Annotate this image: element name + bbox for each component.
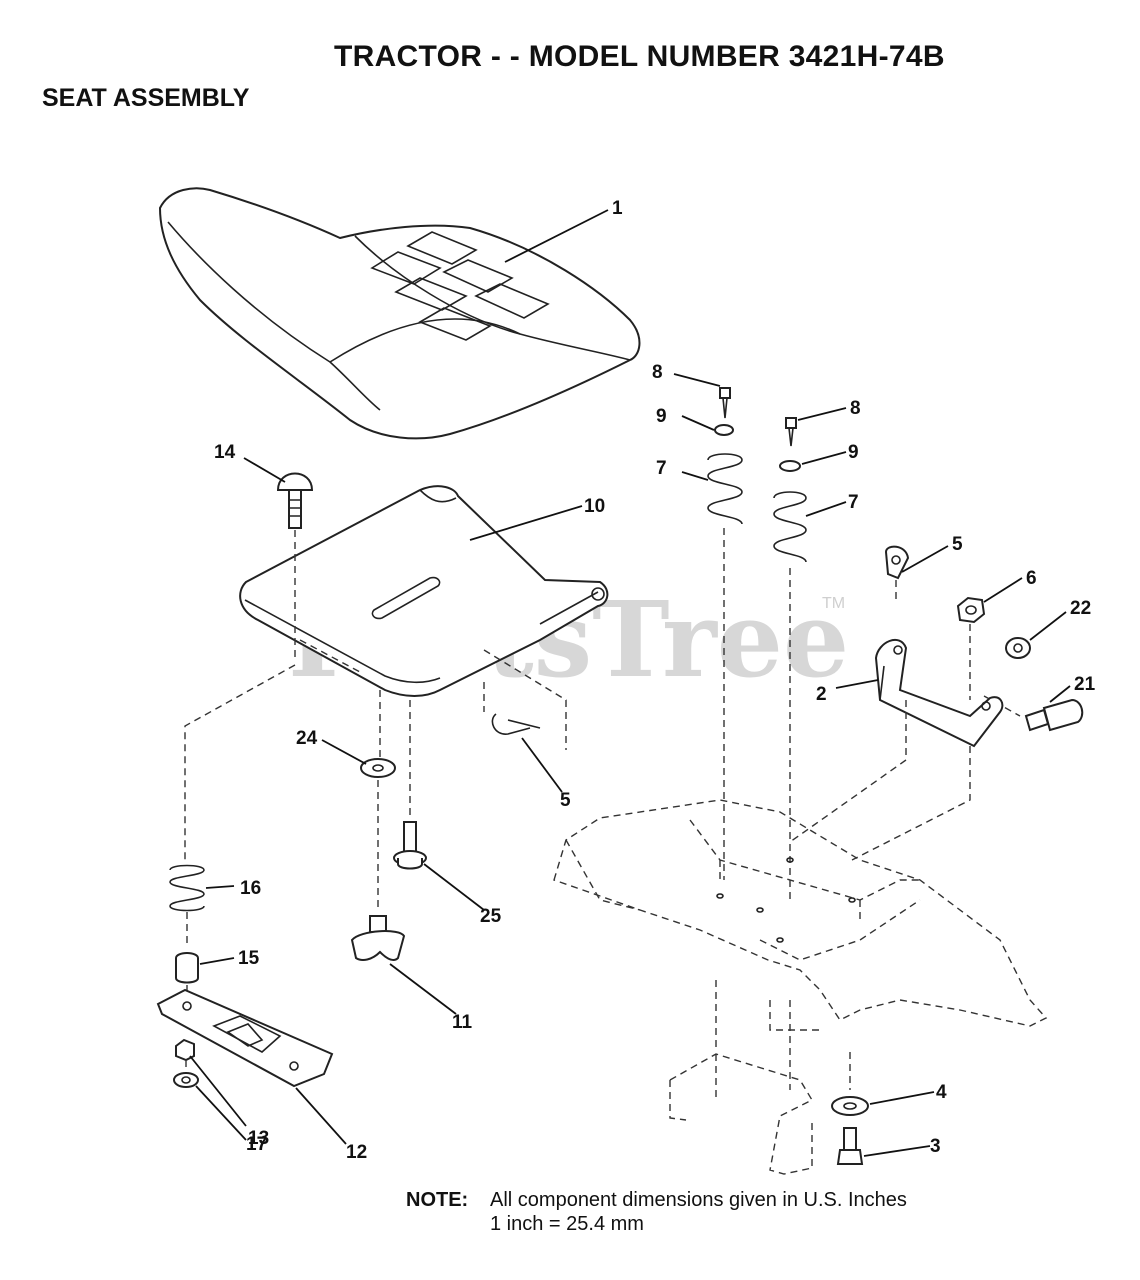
hex-nut-part[interactable]	[956, 596, 986, 624]
washer-bottom-part[interactable]	[831, 1096, 869, 1116]
callout-3: 3	[930, 1136, 941, 1157]
flange-nut-part[interactable]	[1005, 637, 1031, 659]
callout-17-label: 17	[246, 1134, 268, 1155]
slide-plate-part[interactable]	[156, 988, 334, 1088]
leader-lines	[189, 209, 1071, 1157]
left-pin-part[interactable]	[719, 387, 731, 419]
right-spring-part[interactable]	[773, 491, 807, 563]
small-washer-part[interactable]	[173, 1072, 199, 1088]
callout-8-right: 8	[850, 398, 861, 419]
axis-left-stack	[184, 664, 296, 860]
note-text: All component dimensions given in U.S. I…	[490, 1188, 907, 1236]
callout-7-left: 7	[656, 458, 667, 479]
small-nut-part[interactable]	[175, 1038, 195, 1062]
callout-14: 14	[214, 442, 236, 463]
callout-1: 1	[612, 198, 623, 219]
right-clip-part[interactable]	[884, 545, 910, 600]
shoulder-bolt-part[interactable]	[1024, 698, 1084, 732]
callout-6: 6	[1026, 568, 1037, 589]
axis-bracket-right	[851, 746, 971, 861]
seat-part[interactable]	[158, 187, 641, 440]
callout-21: 21	[1074, 674, 1096, 695]
flat-washer-part[interactable]	[360, 758, 396, 778]
seat-pan-part[interactable]	[239, 485, 609, 697]
left-clip-part[interactable]	[483, 649, 567, 750]
seat-cushion-pads	[370, 231, 550, 341]
callout-16: 16	[240, 878, 261, 899]
fender-outline	[553, 799, 1048, 1175]
callout-9-right: 9	[848, 442, 859, 463]
callout-15: 15	[238, 948, 260, 969]
callout-5-left: 5	[560, 790, 571, 811]
watermark-trademark: TM	[822, 595, 845, 612]
callout-11: 11	[452, 1012, 473, 1033]
small-spring-part[interactable]	[169, 864, 205, 912]
left-washer-part[interactable]	[714, 424, 734, 436]
flange-bolt-part[interactable]	[393, 821, 427, 870]
carriage-bolt-part[interactable]	[276, 472, 314, 529]
callout-5-right: 5	[952, 534, 963, 555]
spacer-part[interactable]	[175, 952, 199, 984]
callout-22: 22	[1070, 598, 1091, 619]
dimension-note: NOTE: All component dimensions given in U…	[406, 1188, 907, 1236]
callout-13: 13	[248, 1128, 269, 1149]
note-line-2: 1 inch = 25.4 mm	[490, 1213, 644, 1235]
callout-12: 12	[346, 1142, 367, 1163]
axis-bracket-left	[789, 700, 907, 843]
callout-9-left: 9	[656, 406, 667, 427]
callout-8-left: 8	[652, 362, 663, 383]
note-label: NOTE:	[406, 1189, 469, 1211]
knob-part[interactable]	[350, 915, 406, 961]
note-line-1: All component dimensions given in U.S. I…	[490, 1189, 907, 1211]
callout-10: 10	[584, 496, 605, 517]
page-title: TRACTOR - - MODEL NUMBER 3421H-74B	[334, 40, 945, 73]
left-spring-part[interactable]	[707, 453, 743, 525]
section-title: SEAT ASSEMBLY	[42, 84, 250, 112]
callout-2: 2	[816, 684, 827, 705]
callout-24: 24	[296, 728, 318, 749]
seat-bracket-part[interactable]	[874, 638, 1004, 748]
right-pin-part[interactable]	[785, 417, 797, 447]
callout-4: 4	[936, 1082, 947, 1103]
callout-25: 25	[480, 906, 502, 927]
callout-7-right: 7	[848, 492, 859, 513]
screw-bottom-part[interactable]	[836, 1127, 864, 1165]
right-washer-part[interactable]	[779, 460, 801, 472]
